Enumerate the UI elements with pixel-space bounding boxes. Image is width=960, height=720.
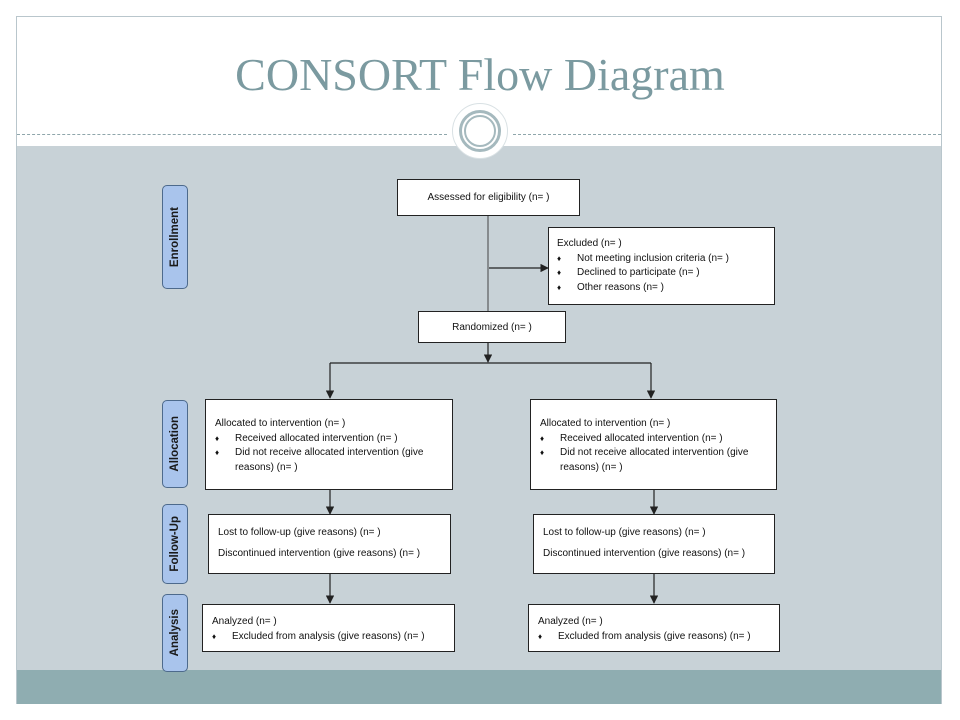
phase-label-text: Allocation <box>169 416 181 472</box>
excluded-item: Not meeting inclusion criteria (n= ) <box>557 252 774 267</box>
follow-up-discontinued-text: Discontinued intervention (give reasons)… <box>543 547 746 559</box>
allocation-box-left: Allocated to intervention (n= ) Received… <box>205 399 453 490</box>
allocation-item: Did not receive allocated intervention (… <box>540 446 770 475</box>
allocation-heading: Allocated to intervention (n= ) <box>215 418 346 429</box>
slide-title: CONSORT Flow Diagram <box>235 49 725 100</box>
phase-label-follow-up: Follow-Up <box>162 504 188 584</box>
analysis-box-right: Analyzed (n= ) Excluded from analysis (g… <box>528 604 780 652</box>
excluded-heading: Excluded (n= ) <box>557 238 622 249</box>
phase-label-enrollment: Enrollment <box>162 185 188 289</box>
allocation-item: Received allocated intervention (n= ) <box>540 432 776 447</box>
analysis-heading: Analyzed (n= ) <box>538 616 603 627</box>
excluded-box: Excluded (n= ) Not meeting inclusion cri… <box>548 227 775 305</box>
follow-up-discontinued-text: Discontinued intervention (give reasons)… <box>218 547 421 559</box>
analysis-item: Excluded from analysis (give reasons) (n… <box>538 630 779 645</box>
assessed-eligibility-text: Assessed for eligibility (n= ) <box>427 192 550 203</box>
ornament-inner-ring <box>464 115 496 147</box>
circle-ornament-icon <box>452 103 508 159</box>
allocation-heading: Allocated to intervention (n= ) <box>540 418 671 429</box>
analysis-box-left: Analyzed (n= ) Excluded from analysis (g… <box>202 604 455 652</box>
analysis-item: Excluded from analysis (give reasons) (n… <box>212 630 454 645</box>
excluded-item: Declined to participate (n= ) <box>557 266 774 281</box>
follow-up-box-right: Lost to follow-up (give reasons) (n= ) D… <box>533 514 775 574</box>
allocation-box-right: Allocated to intervention (n= ) Received… <box>530 399 777 490</box>
ornament-outer-ring <box>459 110 501 152</box>
bottom-bar <box>17 670 941 704</box>
title-divider-right <box>513 134 941 135</box>
analysis-heading: Analyzed (n= ) <box>212 616 277 627</box>
follow-up-box-left: Lost to follow-up (give reasons) (n= ) D… <box>208 514 451 574</box>
allocation-item: Did not receive allocated intervention (… <box>215 446 445 475</box>
phase-label-text: Follow-Up <box>169 516 181 572</box>
randomized-text: Randomized (n= ) <box>452 322 532 333</box>
phase-label-allocation: Allocation <box>162 400 188 488</box>
assessed-eligibility-box: Assessed for eligibility (n= ) <box>397 179 580 216</box>
randomized-box: Randomized (n= ) <box>418 311 566 343</box>
phase-label-analysis: Analysis <box>162 594 188 672</box>
follow-up-lost-text: Lost to follow-up (give reasons) (n= ) <box>218 527 381 538</box>
allocation-item: Received allocated intervention (n= ) <box>215 432 452 447</box>
phase-label-text: Analysis <box>169 609 181 657</box>
follow-up-lost-text: Lost to follow-up (give reasons) (n= ) <box>543 527 706 538</box>
excluded-item: Other reasons (n= ) <box>557 281 774 296</box>
title-divider-left <box>17 134 447 135</box>
phase-label-text: Enrollment <box>169 206 181 268</box>
